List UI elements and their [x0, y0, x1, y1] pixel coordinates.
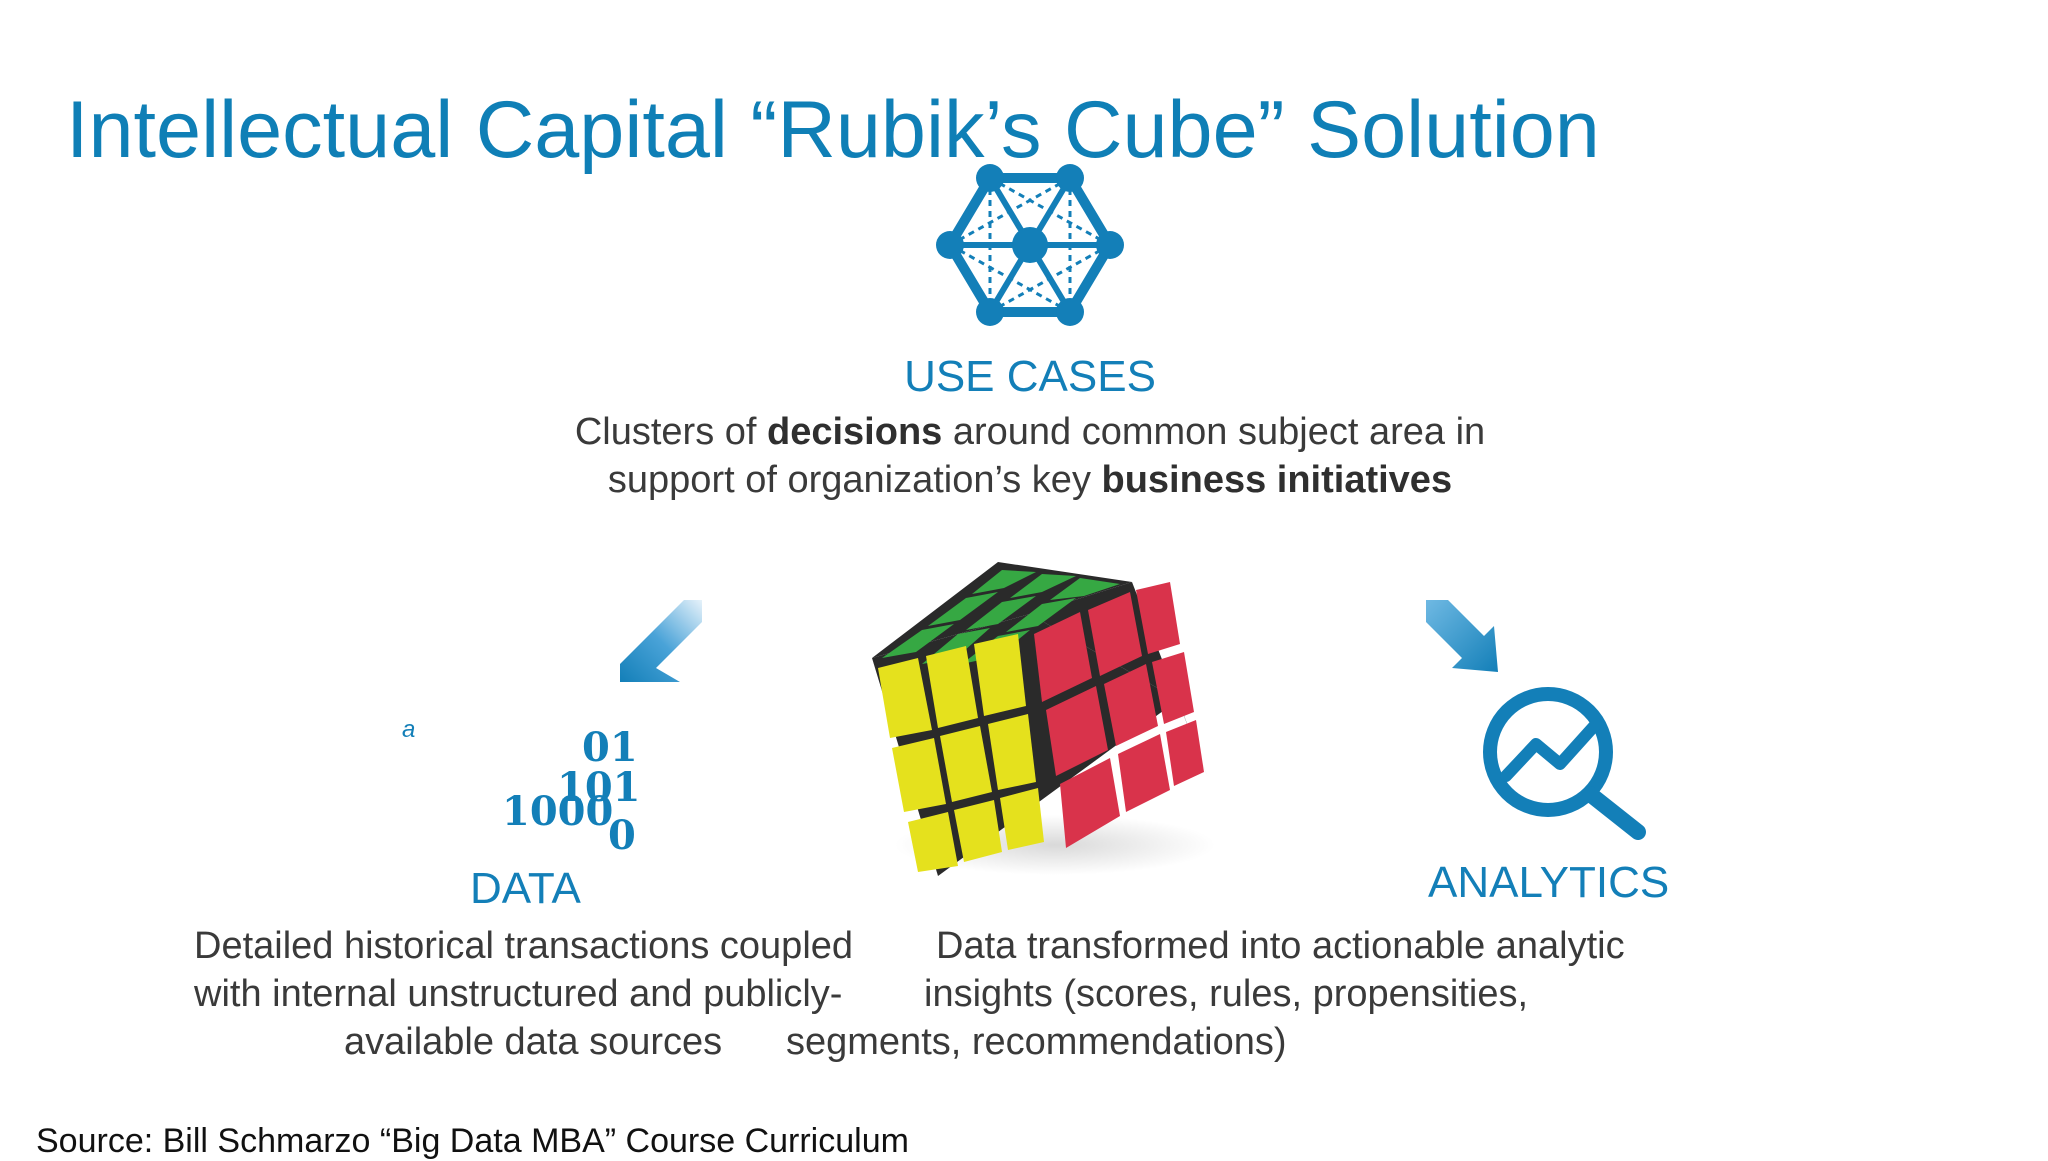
arrow-down-left-icon	[620, 600, 702, 682]
analytics-line-2: insights (scores, rules, propensities,	[924, 973, 1529, 1015]
analytics-line-1: Data transformed into actionable analyti…	[936, 925, 1625, 967]
use-cases-line-2: support of organization’s key business i…	[607, 459, 1453, 501]
arrow-down-right-icon	[1426, 600, 1498, 672]
use-cases-heading: USE CASES	[904, 352, 1156, 401]
binary-line-2: 101	[557, 764, 641, 811]
data-line-2: with internal unstructured and publicly-	[194, 973, 843, 1015]
use-cases-line-1: Clusters of decisions around common subj…	[574, 411, 1486, 453]
slide-title: Intellectual Capital “Rubik’s Cube” Solu…	[66, 85, 1600, 175]
use-cases-description: Clusters of decisions around common subj…	[480, 408, 1580, 504]
binary-line-1: 01	[582, 724, 638, 771]
stray-mark: a	[402, 716, 416, 743]
bold-decisions: decisions	[767, 411, 943, 453]
analytics-heading: ANALYTICS	[1428, 858, 1670, 907]
data-line-3: available data sources	[344, 1021, 723, 1063]
data-heading: DATA	[470, 864, 581, 913]
source-citation: Source: Bill Schmarzo “Big Data MBA” Cou…	[36, 1122, 909, 1160]
rubiks-cube-icon	[872, 562, 1215, 876]
data-line-1: Detailed historical transactions coupled	[194, 925, 854, 967]
data-description: Detailed historical transactions coupled…	[194, 922, 853, 1066]
analytics-description: Data transformed into actionable analyti…	[786, 922, 1625, 1066]
binary-line-3: 1000	[502, 788, 614, 835]
bold-business-initiatives: business initiatives	[1101, 459, 1453, 501]
binary-line-4: 0	[608, 812, 636, 859]
network-hexagon-icon	[936, 164, 1124, 326]
magnifier-chart-icon	[1483, 687, 1646, 840]
analytics-line-3: segments, recommendations)	[786, 1021, 1287, 1063]
